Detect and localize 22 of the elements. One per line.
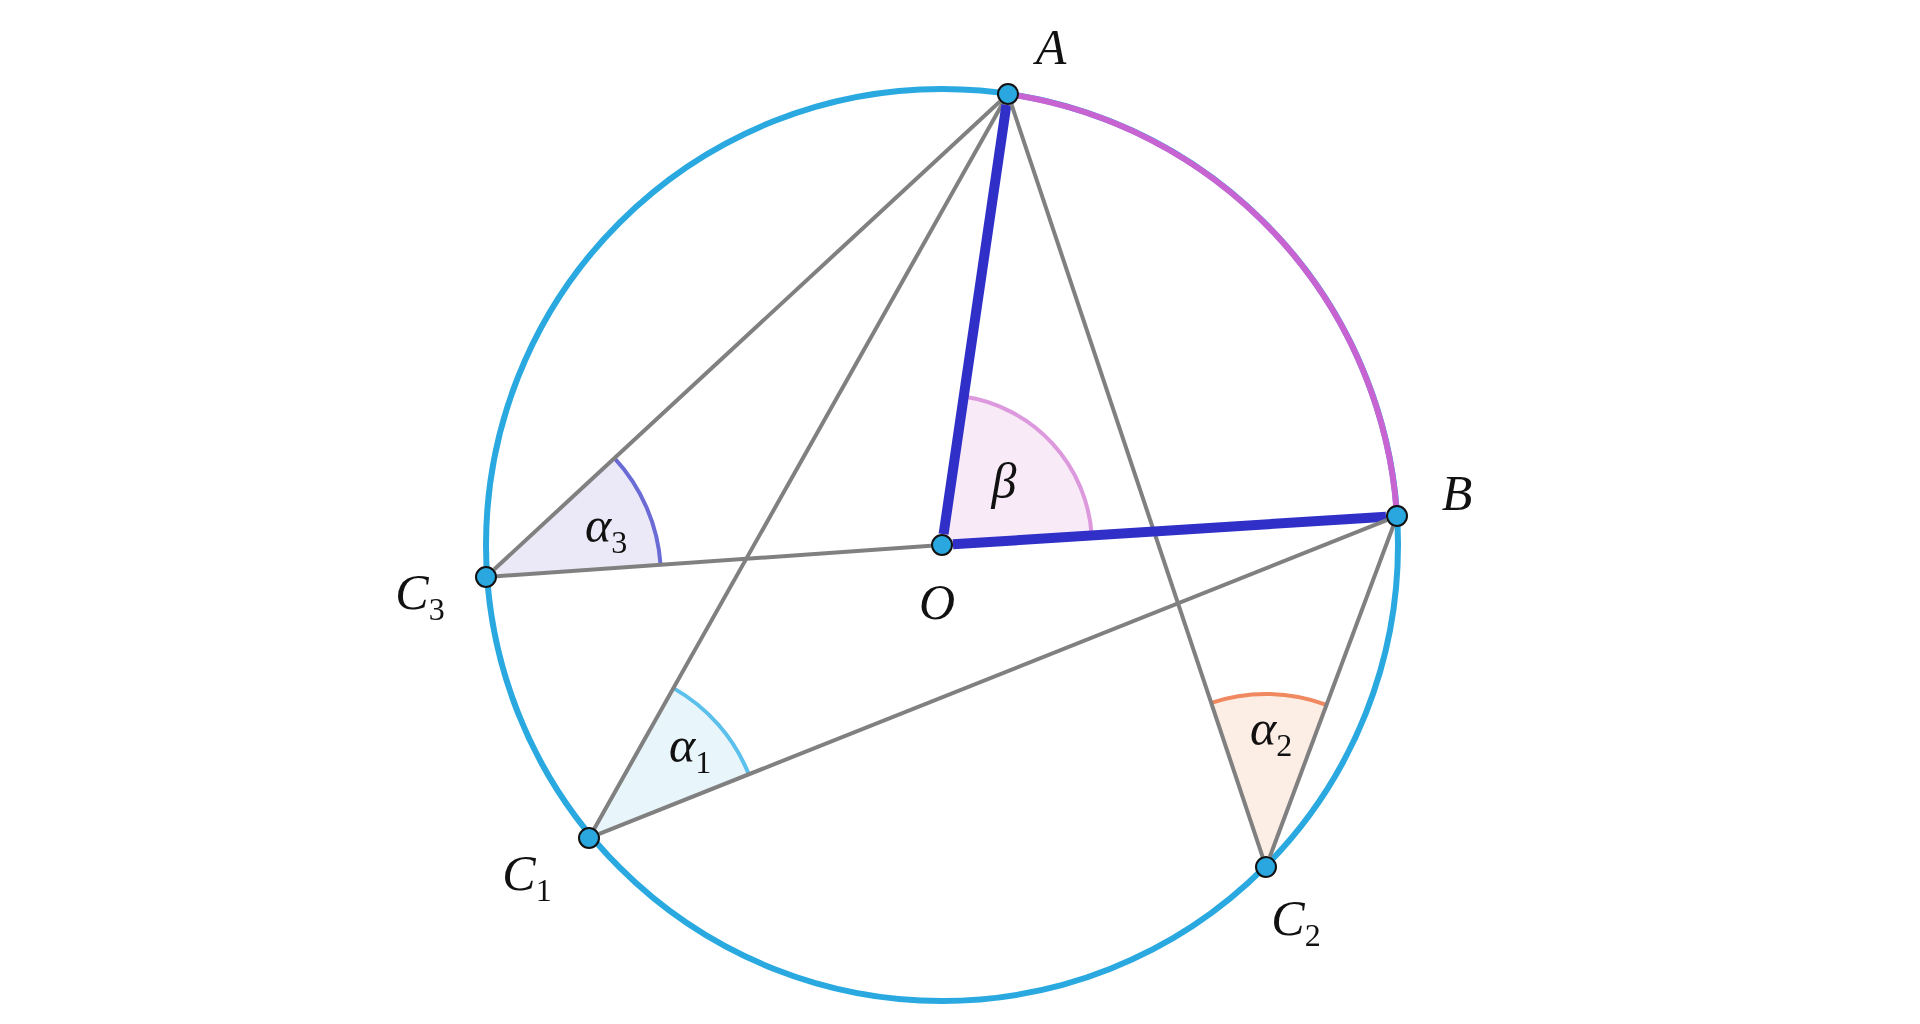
line-segment — [598, 518, 1388, 836]
point-label: A — [1035, 22, 1067, 72]
line-segment — [496, 543, 932, 579]
point-label: C$_{2}$ — [1271, 893, 1321, 951]
point-marker — [997, 83, 1019, 105]
line-segment — [1267, 525, 1396, 858]
angle-label: α$_{2}$ — [1249, 703, 1293, 761]
point-marker — [475, 566, 497, 588]
angle-label: α$_{1}$ — [668, 720, 712, 778]
line-segment — [952, 511, 1387, 550]
line-segment — [1009, 103, 1265, 858]
point-label: C$_{3}$ — [395, 567, 445, 625]
angle-label: α$_{3}$ — [584, 500, 628, 558]
line-segment — [938, 104, 1012, 535]
point-marker — [578, 827, 600, 849]
point-marker — [931, 534, 953, 556]
line-segment — [492, 100, 1002, 571]
point-label: C$_{1}$ — [502, 848, 552, 906]
point-marker — [1255, 856, 1277, 878]
point-label: B — [1441, 468, 1473, 518]
point-label: O — [918, 577, 956, 627]
point-marker — [1386, 505, 1408, 527]
